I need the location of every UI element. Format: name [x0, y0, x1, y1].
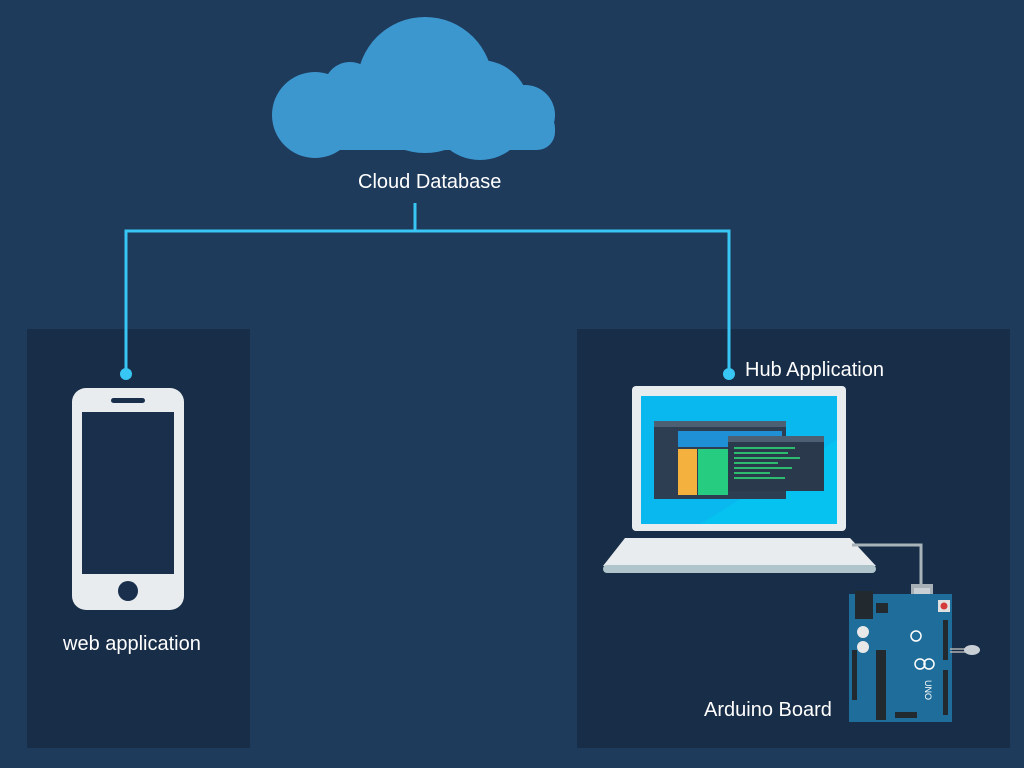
- laptop-icon: [603, 386, 876, 573]
- connector-dot-hub: [723, 368, 735, 380]
- cloud-database-label: Cloud Database: [358, 171, 502, 193]
- arduino-board-label: Arduino Board: [704, 699, 832, 721]
- arduino-board-icon: UNO: [849, 591, 980, 722]
- cloud-icon: [272, 17, 555, 160]
- connector-dot-web: [120, 368, 132, 380]
- phone-icon: [72, 388, 184, 610]
- connector-to-web-app: [124, 229, 731, 374]
- arduino-board-text: UNO: [923, 680, 933, 700]
- hub-application-label: Hub Application: [745, 359, 884, 381]
- connector-lines: [124, 203, 731, 374]
- web-application-label: web application: [63, 633, 201, 655]
